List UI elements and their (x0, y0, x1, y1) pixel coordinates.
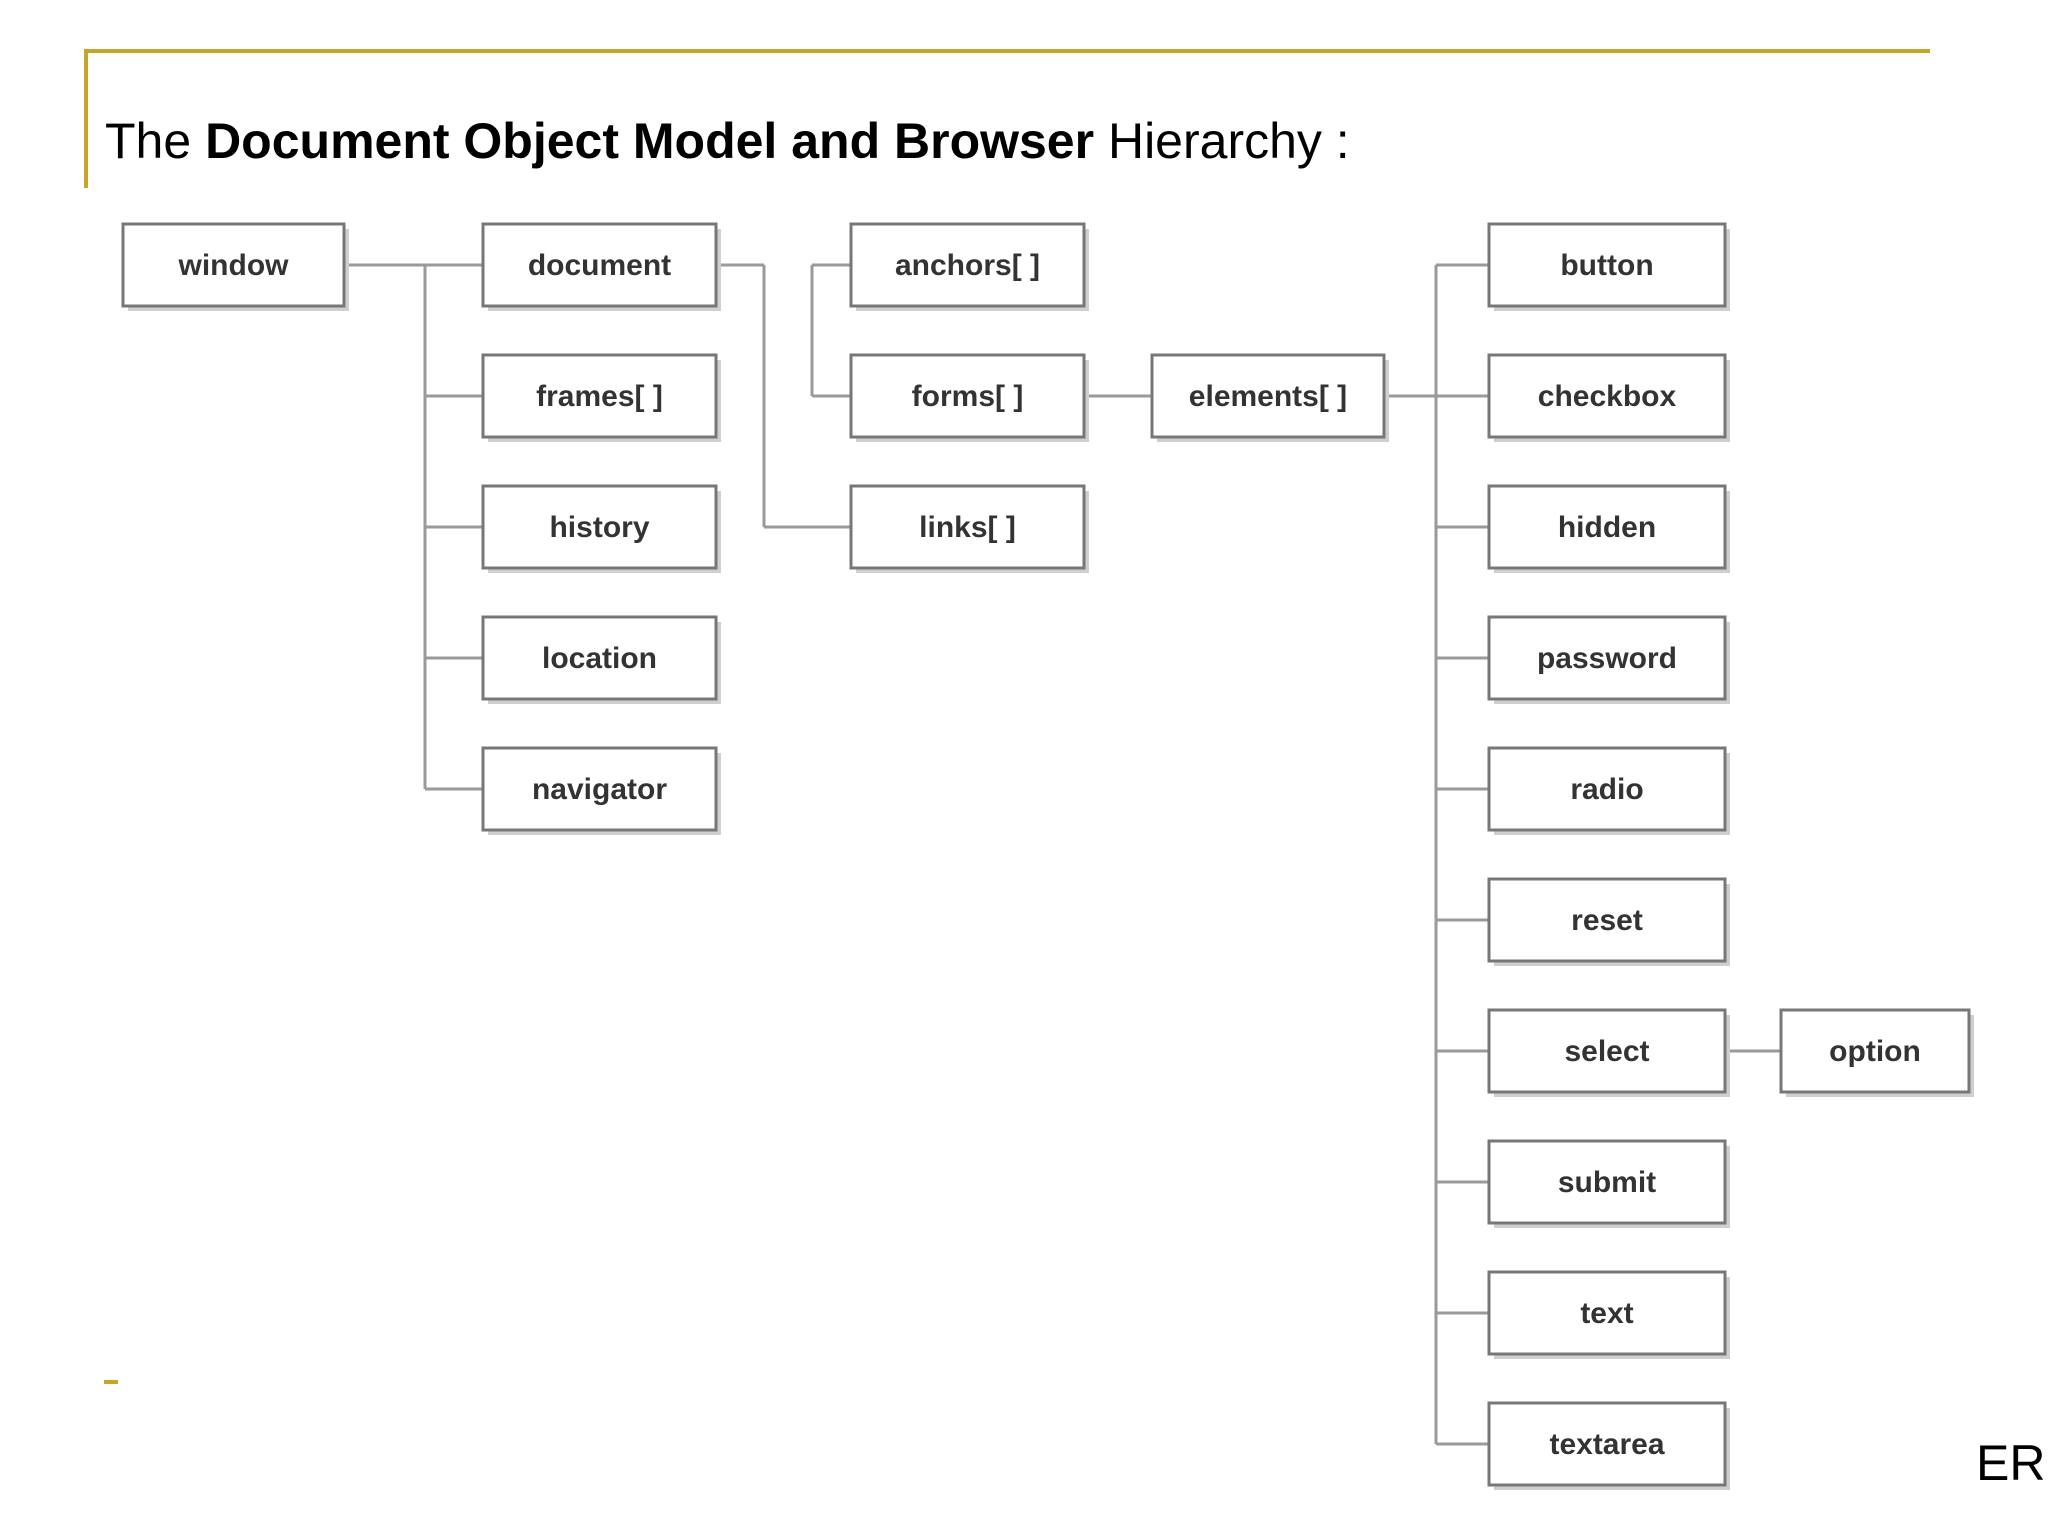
title-prefix: The (105, 113, 206, 169)
node-label-password: password (1537, 642, 1677, 675)
node-label-window: window (178, 249, 290, 282)
node-history: history (481, 484, 721, 573)
node-location: location (481, 615, 721, 704)
node-button: button (1487, 222, 1730, 311)
node-box (1487, 1270, 1727, 1356)
node-box (1487, 877, 1727, 963)
node-label-select: select (1564, 1035, 1649, 1068)
node-box (1779, 1008, 1971, 1094)
node-label-submit: submit (1558, 1166, 1656, 1199)
node-label-elements: elements[ ] (1189, 380, 1347, 413)
node-label-checkbox: checkbox (1538, 380, 1677, 413)
node-textarea: textarea (1487, 1401, 1730, 1490)
node-window: window (121, 222, 349, 311)
node-navigator: navigator (481, 746, 721, 835)
node-label-text: text (1580, 1297, 1633, 1330)
accent-mark (104, 1380, 118, 1384)
node-label-anchors: anchors[ ] (895, 249, 1040, 282)
node-label-hidden: hidden (1558, 511, 1656, 544)
node-reset: reset (1487, 877, 1730, 966)
node-text: text (1487, 1270, 1730, 1359)
slide-title: The Document Object Model and Browser Hi… (105, 112, 1350, 170)
node-password: password (1487, 615, 1730, 704)
corner-label: ER (1976, 1435, 2046, 1491)
node-submit: submit (1487, 1139, 1730, 1228)
connector-lines (344, 263, 1781, 1446)
node-box (1150, 353, 1386, 439)
node-document: document (481, 222, 721, 311)
node-label-links: links[ ] (919, 511, 1016, 544)
node-select: select (1487, 1008, 1730, 1097)
node-box (481, 484, 718, 570)
node-label-location: location (542, 642, 657, 675)
node-box (1487, 1008, 1727, 1094)
accent-rule-left (84, 49, 88, 188)
node-label-radio: radio (1570, 773, 1643, 806)
node-elements: elements[ ] (1150, 353, 1389, 442)
node-box (1487, 484, 1727, 570)
node-boxes: window document frames[ ] history location na… (121, 222, 1974, 1490)
node-label-navigator: navigator (532, 773, 667, 806)
node-links: links[ ] (849, 484, 1089, 573)
node-label-option: option (1829, 1035, 1921, 1068)
node-box (1487, 1139, 1727, 1225)
node-label-textarea: textarea (1549, 1428, 1664, 1461)
node-box (481, 746, 718, 832)
node-box (849, 484, 1086, 570)
node-label-button: button (1560, 249, 1653, 282)
node-label-frames: frames[ ] (536, 380, 663, 413)
node-label-history: history (549, 511, 649, 544)
node-box (121, 222, 346, 308)
node-box (1487, 222, 1727, 308)
node-option: option (1779, 1008, 1974, 1097)
node-box (849, 353, 1086, 439)
node-box (1487, 353, 1727, 439)
node-frames: frames[ ] (481, 353, 721, 442)
node-box (481, 353, 718, 439)
node-label-forms: forms[ ] (912, 380, 1024, 413)
node-box (849, 222, 1086, 308)
node-box (481, 222, 718, 308)
node-box (1487, 615, 1727, 701)
accent-rule-top (84, 49, 1930, 53)
node-label-document: document (528, 249, 671, 282)
node-box (481, 615, 718, 701)
node-hidden: hidden (1487, 484, 1730, 573)
node-label-reset: reset (1571, 904, 1643, 937)
node-box (1487, 1401, 1727, 1487)
title-bold: Document Object Model and Browser (205, 113, 1095, 169)
node-radio: radio (1487, 746, 1730, 835)
node-anchors: anchors[ ] (849, 222, 1089, 311)
node-forms: forms[ ] (849, 353, 1089, 442)
node-checkbox: checkbox (1487, 353, 1730, 442)
node-box (1487, 746, 1727, 832)
title-suffix: Hierarchy : (1094, 113, 1350, 169)
